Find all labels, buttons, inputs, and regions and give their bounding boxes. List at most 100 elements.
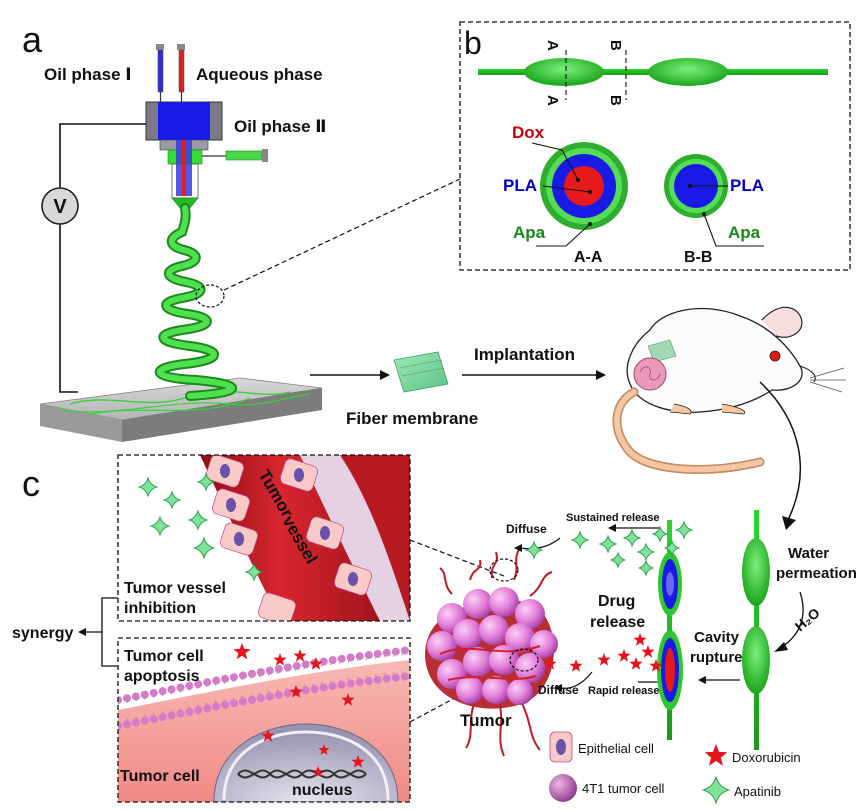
section-aa-label: A-A — [574, 249, 603, 266]
doxorubicin-star — [261, 729, 275, 742]
collector-plate — [39, 377, 323, 442]
voltage-symbol: V — [53, 196, 67, 218]
apatinib-sparkle — [663, 539, 681, 557]
apa-label-left: Apa — [513, 223, 546, 242]
vessel-endothelial-cells — [206, 455, 372, 621]
syringe-oil-2 — [202, 149, 268, 162]
apatinib-sparkle — [637, 559, 655, 577]
magnify-circle — [195, 284, 225, 308]
doxorubicin-star — [597, 653, 611, 666]
syringe-oil-1 — [156, 44, 164, 110]
apatinib-sparkle — [244, 562, 264, 582]
synergy-label: synergy — [12, 625, 73, 642]
panel-b: b A A B B Dox PLA Apa A-A — [459, 21, 851, 271]
apatinib-sparkle — [674, 520, 694, 540]
water-permeation-line1: Water — [788, 545, 829, 562]
synergy-bracket — [78, 597, 118, 667]
tumor-label: Tumor — [460, 711, 512, 730]
oil-phase-2-label: Oil phase Ⅱ — [234, 117, 326, 136]
doxorubicin-star — [273, 653, 287, 666]
drug-release-line2: release — [590, 614, 645, 631]
fiber-membrane-label: Fiber membrane — [346, 409, 478, 428]
doxorubicin-star — [312, 766, 324, 777]
doxorubicin-star — [233, 643, 251, 660]
h2o-label: H₂O — [792, 604, 823, 634]
tumor-cell-label: Tumor cell — [120, 768, 200, 785]
doxorubicin-star — [351, 755, 365, 768]
doxorubicin-star — [569, 659, 583, 672]
pla-label-left: PLA — [503, 176, 537, 195]
mouse-illustration — [612, 306, 846, 474]
section-b-bottom: B — [607, 95, 624, 106]
apatinib-sparkle — [598, 534, 618, 554]
nucleus-label: nucleus — [292, 782, 353, 799]
cross-section-aa — [540, 142, 628, 230]
doxorubicin-star — [641, 645, 655, 658]
apatinib-sparkle — [149, 515, 171, 537]
doxorubicin-star — [309, 657, 323, 670]
voltage-circuit: V — [41, 123, 146, 393]
vessel-inhibition-line2: inhibition — [124, 600, 196, 617]
doxorubicin-star — [629, 657, 643, 670]
apatinib-sparkle — [524, 540, 544, 560]
apatinib-sparkle — [636, 542, 656, 562]
section-a-top: A — [544, 40, 561, 51]
drug-particles — [137, 472, 731, 805]
implantation-label: Implantation — [474, 345, 575, 364]
panel-c: c — [12, 454, 857, 803]
apatinib-sparkle — [137, 476, 159, 498]
apatinib-sparkle — [609, 551, 627, 569]
apoptosis-inset — [117, 637, 411, 803]
water-permeation-line2: permeation — [776, 565, 857, 582]
releasing-fiber — [657, 520, 683, 740]
voltage-source — [41, 187, 79, 225]
doxorubicin-star — [633, 633, 647, 646]
sustained-release-label: Sustained release — [566, 512, 660, 524]
spinneret — [145, 101, 223, 209]
apoptosis-line1: Tumor cell — [124, 648, 204, 665]
drug-release-line1: Drug — [598, 593, 635, 610]
mouse-to-fiber-arrow — [759, 381, 801, 521]
panel-label-b: b — [464, 25, 482, 61]
doxorubicin-star — [543, 657, 557, 670]
legend-epithelial-label: Epithelial cell — [578, 741, 654, 756]
apatinib-sparkle — [187, 509, 209, 531]
legend-apatinib-label: Apatinib — [734, 784, 781, 799]
apoptosis-line2: apoptosis — [124, 668, 200, 685]
doxorubicin-star — [341, 693, 355, 706]
legend: Epithelial cell 4T1 tumor cell Doxorubic… — [549, 731, 801, 802]
apatinib-sparkle — [196, 472, 216, 492]
intact-fiber — [742, 510, 770, 750]
section-b-top: B — [607, 40, 624, 51]
oil-phase-1-label: Oil phase Ⅰ — [44, 65, 132, 84]
panel-a: a Oil phase Ⅰ Aqueous phase — [22, 19, 846, 530]
legend-4t1-label: 4T1 tumor cell — [582, 781, 664, 796]
dox-label: Dox — [512, 123, 545, 142]
spiral-jet — [155, 177, 463, 401]
doxorubicin-star — [617, 649, 631, 662]
doxorubicin-star — [289, 685, 303, 698]
panel-b-frame — [459, 21, 851, 271]
tumor-mass — [425, 547, 558, 757]
apatinib-sparkle — [622, 528, 642, 548]
diffuse-top-label: Diffuse — [506, 522, 547, 536]
cavity-rupture-line1: Cavity — [694, 629, 740, 646]
tumor-spheres — [427, 587, 558, 705]
doxorubicin-star — [293, 649, 307, 662]
legend-doxorubicin-label: Doxorubicin — [732, 750, 801, 765]
apatinib-sparkle — [192, 536, 216, 560]
legend-apatinib-icon — [701, 775, 731, 805]
vessel-inhibition-line1: Tumor vessel — [124, 580, 226, 597]
syringe-aqueous — [177, 44, 185, 110]
section-a-bottom: A — [544, 95, 561, 106]
beaded-fiber — [478, 50, 828, 100]
apatinib-sparkle — [651, 525, 669, 543]
apatinib-sparkle — [570, 530, 590, 550]
apa-label-right: Apa — [728, 223, 761, 242]
section-bb-label: B-B — [684, 249, 712, 266]
cavity-rupture-line2: rupture — [690, 649, 743, 666]
doxorubicin-star — [649, 659, 663, 672]
tumor-vessel-inset: Tumor vessel — [117, 454, 411, 622]
doxorubicin-star — [318, 744, 330, 755]
